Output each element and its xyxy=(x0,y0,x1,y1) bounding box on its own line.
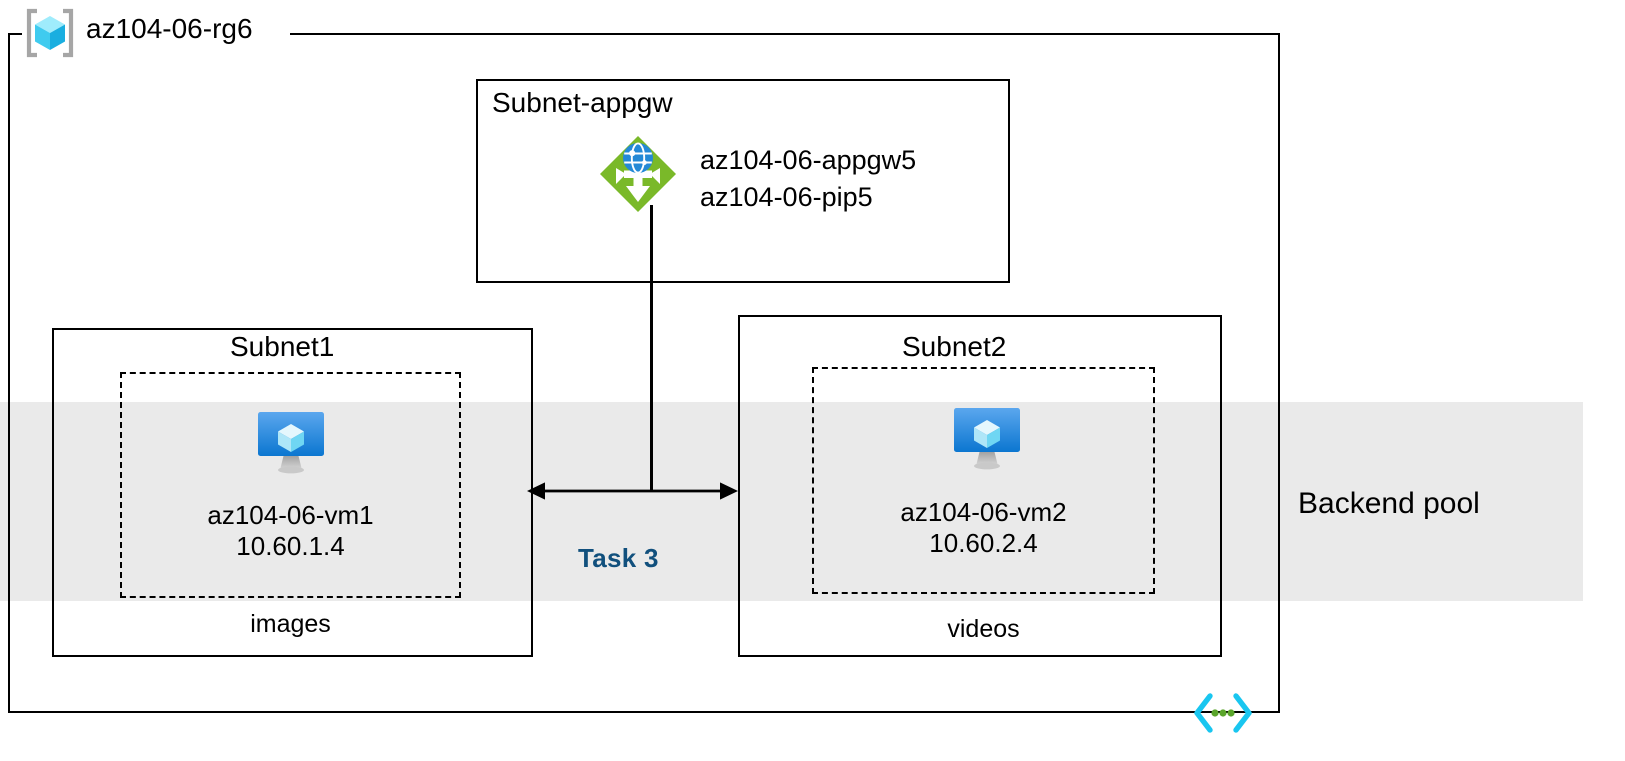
subnet2-box xyxy=(738,315,1222,657)
subnet2-footer-label: videos xyxy=(947,615,1020,643)
vm1-labels: az104-06-vm1 10.60.1.4 xyxy=(120,500,461,561)
appgw-to-vnet-connector xyxy=(650,205,653,491)
vm2-ip: 10.60.2.4 xyxy=(929,527,1038,558)
subnet-appgw-box xyxy=(476,79,1010,283)
appgw-resource-names: az104-06-appgw5 az104-06-pip5 xyxy=(700,142,916,217)
subnet1-title: Subnet1 xyxy=(230,331,335,362)
rg-title-border-gap xyxy=(22,24,290,44)
vm1-ip: 10.60.1.4 xyxy=(236,530,345,561)
subnet2-dashed-group xyxy=(812,367,1155,594)
subnet-appgw-title: Subnet-appgw xyxy=(492,87,673,118)
vm2-name: az104-06-vm2 xyxy=(900,497,1067,527)
task-3-annotation: Task 3 xyxy=(578,543,659,573)
resource-group-box xyxy=(8,33,1280,713)
subnet1-footer-label: images xyxy=(250,610,331,638)
virtual-machine-icon xyxy=(948,404,1026,472)
vm1-name: az104-06-vm1 xyxy=(207,500,374,530)
virtual-machine-icon xyxy=(252,408,330,476)
pip-name: az104-06-pip5 xyxy=(700,182,873,213)
subnet2-title: Subnet2 xyxy=(902,331,1007,362)
code-brackets-icon xyxy=(1192,692,1254,734)
application-gateway-icon xyxy=(596,132,680,216)
resource-group-label: az104-06-rg6 xyxy=(86,13,253,44)
subnet1-dashed-group xyxy=(120,372,461,598)
subnet-routing-arrow xyxy=(527,482,738,500)
vm2-labels: az104-06-vm2 10.60.2.4 xyxy=(812,497,1155,558)
appgw-name: az104-06-appgw5 xyxy=(700,145,917,175)
backend-pool-label: Backend pool xyxy=(1298,487,1480,520)
resource-group-cube-icon xyxy=(22,5,78,61)
